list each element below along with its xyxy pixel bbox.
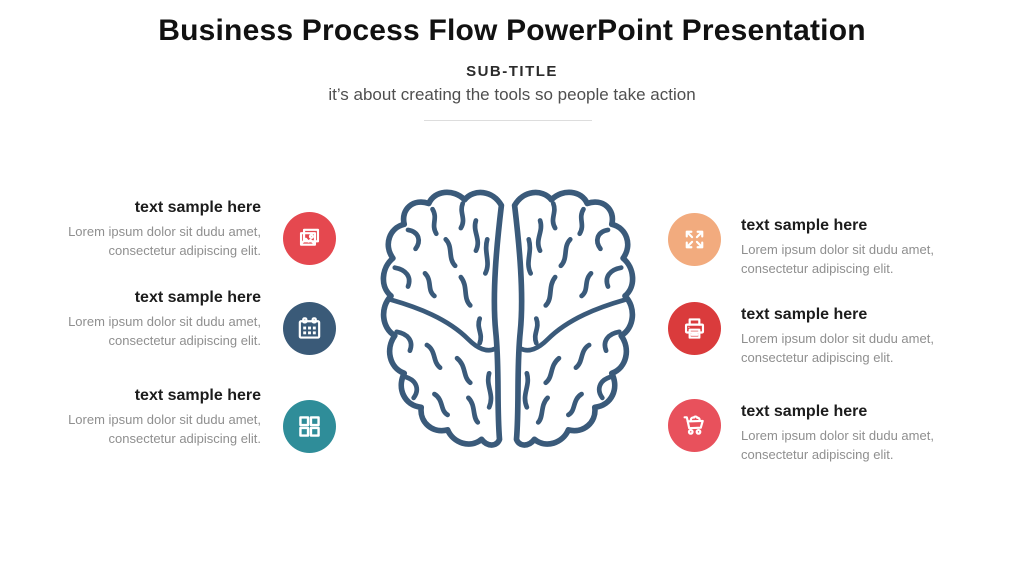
list-item: text sample here Lorem ipsum dolor sit d… bbox=[48, 288, 336, 355]
item-body: Lorem ipsum dolor sit dudu amet, consect… bbox=[68, 314, 261, 348]
item-text-block: text sample here Lorem ipsum dolor sit d… bbox=[741, 402, 956, 464]
item-title: text sample here bbox=[134, 387, 261, 404]
printer-icon bbox=[668, 302, 721, 355]
item-text-block: text sample here Lorem ipsum dolor sit d… bbox=[48, 198, 261, 265]
list-item: text sample here Lorem ipsum dolor sit d… bbox=[48, 386, 336, 453]
subtitle-divider bbox=[424, 120, 592, 121]
item-title: text sample here bbox=[134, 199, 261, 216]
item-title: text sample here bbox=[741, 306, 868, 323]
tagline-text: it’s about creating the tools so people … bbox=[328, 85, 696, 104]
item-body: Lorem ipsum dolor sit dudu amet, consect… bbox=[68, 224, 261, 258]
expand-icon bbox=[668, 213, 721, 266]
brain-illustration bbox=[372, 179, 644, 462]
item-text-block: text sample here Lorem ipsum dolor sit d… bbox=[48, 288, 261, 355]
cart-icon bbox=[668, 399, 721, 452]
page-title: Business Process Flow PowerPoint Present… bbox=[158, 14, 866, 47]
item-text-block: text sample here Lorem ipsum dolor sit d… bbox=[741, 216, 956, 278]
item-body: Lorem ipsum dolor sit dudu amet, consect… bbox=[741, 331, 934, 365]
sub-title: SUB-TITLE bbox=[466, 63, 558, 80]
item-body: Lorem ipsum dolor sit dudu amet, consect… bbox=[68, 412, 261, 446]
list-item: text sample here Lorem ipsum dolor sit d… bbox=[668, 399, 968, 464]
item-title: text sample here bbox=[741, 217, 868, 234]
image-icon bbox=[283, 212, 336, 265]
item-body: Lorem ipsum dolor sit dudu amet, consect… bbox=[741, 428, 934, 462]
list-item: text sample here Lorem ipsum dolor sit d… bbox=[48, 198, 336, 265]
item-body: Lorem ipsum dolor sit dudu amet, consect… bbox=[741, 242, 934, 276]
item-title: text sample here bbox=[134, 289, 261, 306]
list-item: text sample here Lorem ipsum dolor sit d… bbox=[668, 302, 968, 367]
list-item: text sample here Lorem ipsum dolor sit d… bbox=[668, 213, 968, 278]
item-title: text sample here bbox=[741, 403, 868, 420]
grid-icon bbox=[283, 400, 336, 453]
calendar-icon bbox=[283, 302, 336, 355]
item-text-block: text sample here Lorem ipsum dolor sit d… bbox=[48, 386, 261, 453]
item-text-block: text sample here Lorem ipsum dolor sit d… bbox=[741, 305, 956, 367]
